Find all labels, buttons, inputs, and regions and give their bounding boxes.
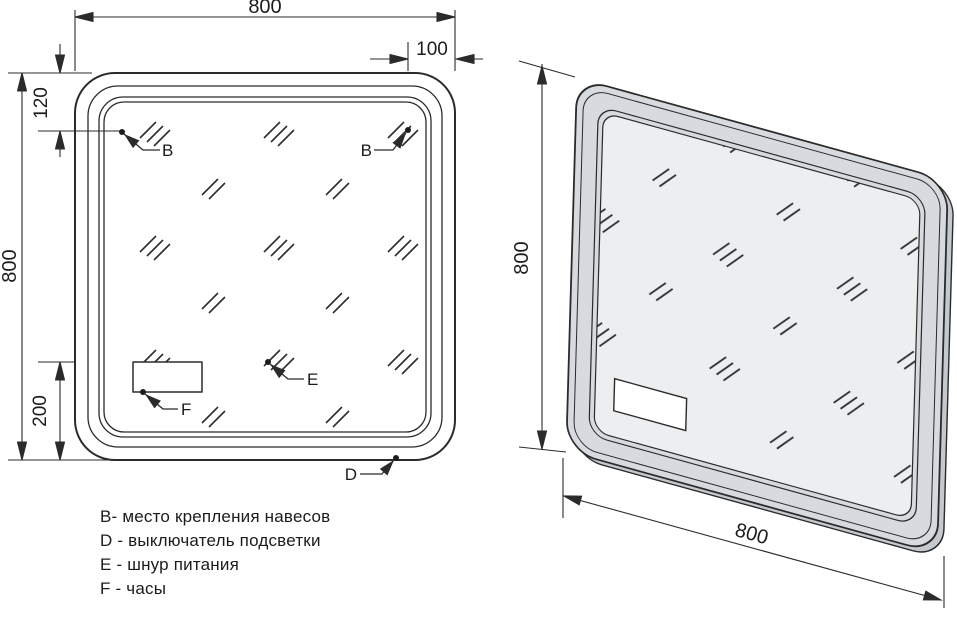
legend-item-f: F - часы bbox=[100, 579, 167, 598]
dim-top-right-offset-value: 100 bbox=[416, 39, 448, 60]
dim-3d-height-value: 800 bbox=[511, 241, 533, 274]
legend-item-e: E - шнур питания bbox=[100, 555, 240, 574]
dim-left-bottom-offset-value: 200 bbox=[30, 395, 51, 427]
dim-left-height-value: 800 bbox=[0, 249, 21, 282]
clock-display bbox=[132, 361, 203, 393]
dim-left-height bbox=[8, 72, 118, 461]
clock-display-3d bbox=[612, 377, 688, 432]
marker-d-label: D bbox=[345, 465, 357, 484]
clock-point bbox=[140, 389, 178, 410]
legend-item-b: B- место крепления навесов bbox=[100, 507, 331, 526]
marker-e-label: E bbox=[307, 370, 318, 389]
light-switch-point bbox=[360, 455, 399, 476]
mirror-face-hatch bbox=[104, 102, 426, 432]
marker-b-left-label: B bbox=[162, 141, 173, 160]
mirror-frame-line bbox=[87, 85, 443, 448]
dim-top-width bbox=[74, 10, 456, 71]
dim-left-bottom-offset bbox=[38, 361, 74, 461]
marker-b-right-label: B bbox=[361, 141, 372, 160]
dim-3d-height bbox=[518, 60, 576, 453]
mirror-frame-line-3d bbox=[573, 92, 941, 540]
dim-3d-width bbox=[561, 458, 945, 608]
power-cord-point bbox=[265, 359, 304, 380]
perspective-view: 800 800 bbox=[511, 60, 954, 608]
dim-3d-width-value: 800 bbox=[733, 519, 771, 549]
mirror-inner-line bbox=[98, 96, 432, 438]
front-view: 800 100 800 bbox=[0, 0, 483, 484]
legend: B- место крепления навесов D - выключате… bbox=[100, 505, 330, 601]
marker-f-label: F bbox=[181, 400, 191, 419]
mounting-point-right bbox=[374, 127, 411, 151]
dim-top-right-offset bbox=[370, 42, 483, 71]
legend-item-d: D - выключатель подсветки bbox=[100, 531, 321, 550]
mirror-inner-line-3d bbox=[588, 109, 926, 522]
dim-left-top-offset bbox=[38, 44, 121, 157]
dim-left-top-offset-value: 120 bbox=[31, 87, 52, 119]
mounting-point-left bbox=[119, 129, 160, 151]
dim-top-width-value: 800 bbox=[248, 0, 281, 18]
